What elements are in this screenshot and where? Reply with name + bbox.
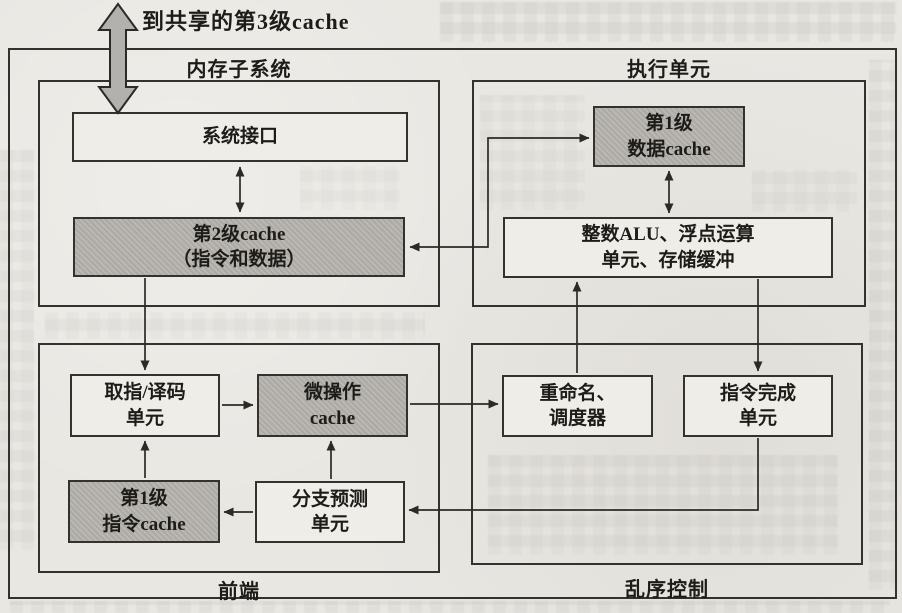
block-label: 单元 [738, 408, 777, 429]
block-label: cache [309, 407, 356, 429]
block-label: 数据cache [627, 138, 711, 160]
block-label: 单元 [125, 407, 164, 429]
block-label: 微操作 [303, 382, 361, 404]
block-label: 指令完成 [719, 382, 796, 404]
block-system-interface: 系统接口 [72, 112, 408, 162]
execution-unit-label: 执行单元 [627, 59, 711, 81]
block-alu-fpu-storebuffer: 整数ALU、浮点运算 单元、存储缓冲 [503, 217, 833, 278]
block-l2-cache: 第2级cache （指令和数据） [73, 217, 405, 277]
block-l1-data-cache: 第1级 数据cache [593, 106, 745, 167]
scan-bleedthrough [440, 2, 896, 42]
block-label: 整数ALU、浮点运算 [581, 224, 755, 246]
block-rename-scheduler: 重命名、 调度器 [502, 375, 653, 437]
block-label: 指令cache [102, 513, 186, 535]
block-label: 第1级 [645, 113, 693, 135]
block-label: 第2级cache [192, 223, 286, 245]
block-label: 第1级 [120, 488, 168, 510]
block-instruction-completion: 指令完成 单元 [683, 375, 833, 437]
block-label: 取指/译码 [104, 382, 186, 404]
block-uop-cache: 微操作 cache [257, 374, 408, 437]
block-branch-prediction: 分支预测 单元 [255, 481, 405, 543]
block-label: 系统接口 [201, 126, 278, 148]
block-label: 单元 [310, 514, 349, 535]
chip-outer-frame [8, 48, 897, 599]
block-label: 重命名、 [539, 382, 616, 404]
block-label: 调度器 [548, 408, 606, 429]
block-label: 分支预测 [291, 488, 368, 510]
to-shared-l3-label: 到共享的第3级cache [142, 9, 350, 34]
block-l1-instruction-cache: 第1级 指令cache [68, 480, 220, 543]
block-fetch-decode: 取指/译码 单元 [70, 374, 220, 437]
block-label: 单元、存储缓冲 [601, 249, 735, 271]
memory-subsystem-label: 内存子系统 [186, 59, 292, 81]
frontend-label: 前端 [218, 581, 260, 603]
ooo-control-label: 乱序控制 [625, 579, 709, 601]
block-label: （指令和数据） [172, 249, 306, 270]
